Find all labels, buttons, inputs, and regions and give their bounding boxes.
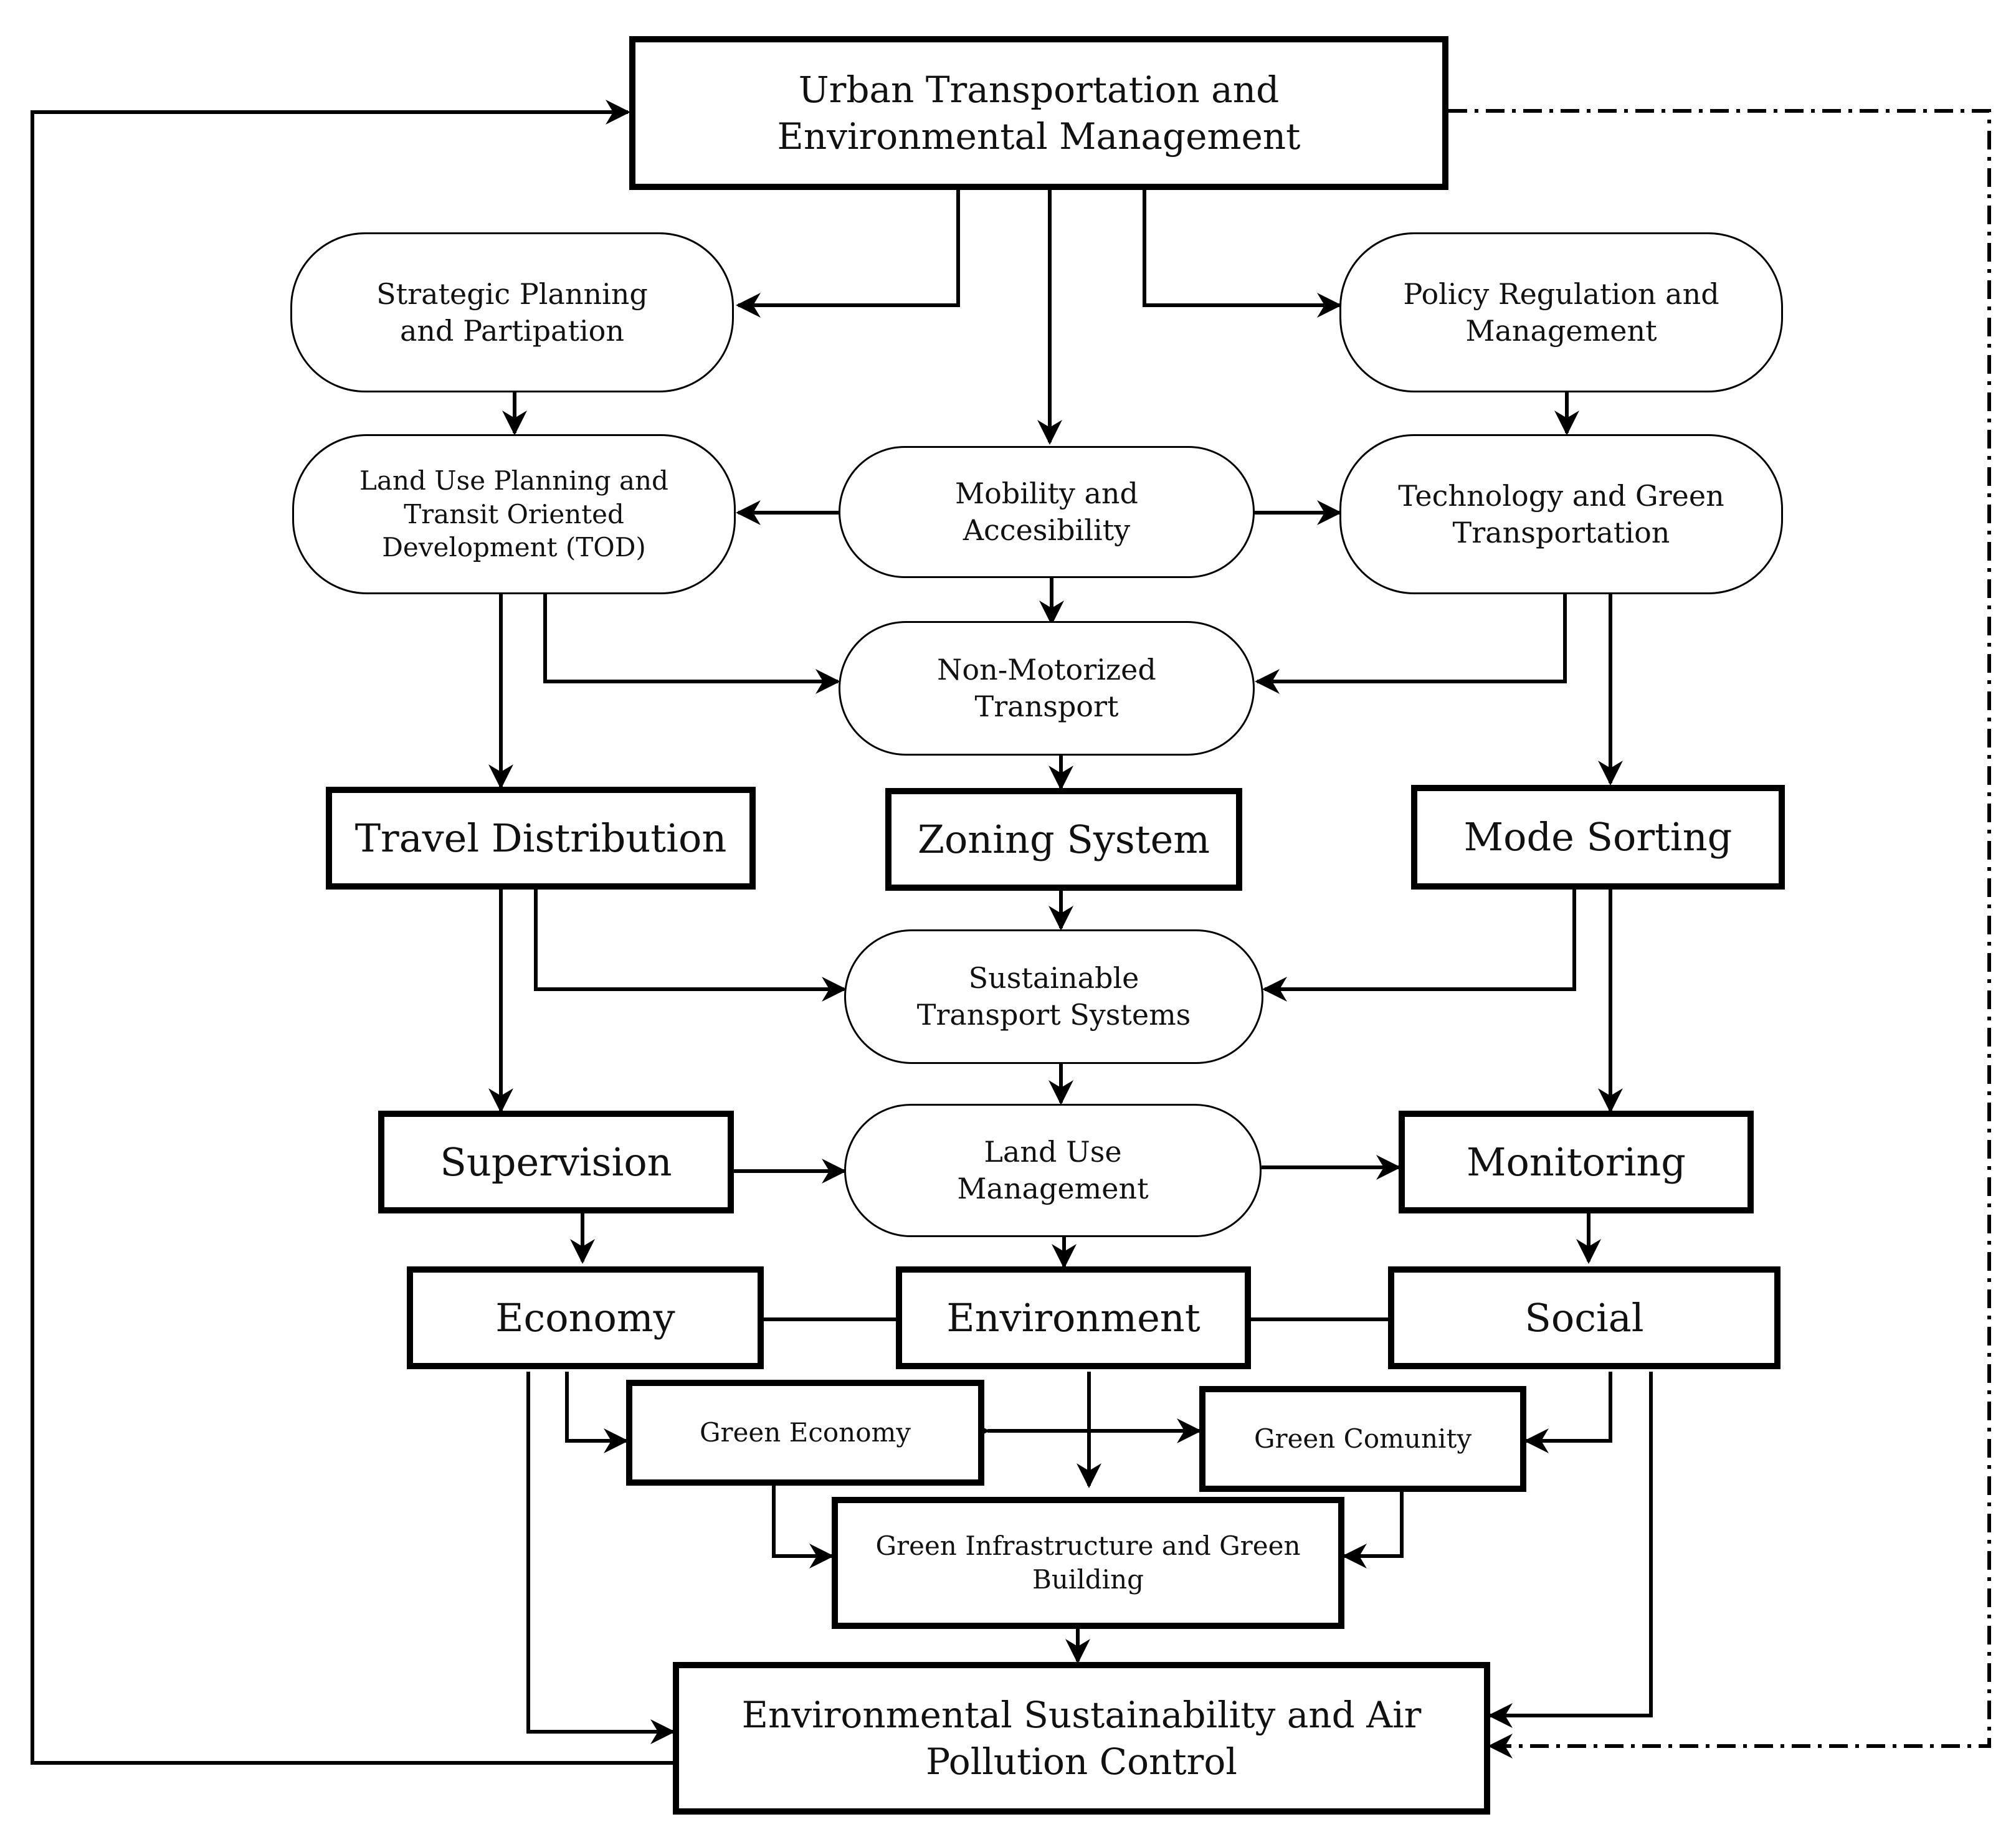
- node-monitoring: Monitoring: [1399, 1111, 1754, 1213]
- node-land-use-management: Land Use Management: [844, 1104, 1262, 1237]
- node-green-economy: Green Economy: [626, 1380, 984, 1486]
- node-urban-transportation-management: Urban Transportation and Environmental M…: [629, 36, 1448, 190]
- edge-travel-to-sustainable: [534, 890, 847, 1002]
- edge-greencommunity-to-greeninfra: [1342, 1492, 1404, 1569]
- edge-landuse-to-nonmotorized: [543, 594, 840, 694]
- edge-social-to-envsustain: [1488, 1372, 1653, 1728]
- node-technology-green-transportation: Technology and Green Transportation: [1339, 434, 1783, 594]
- edge-social-to-greencommunity: [1524, 1372, 1612, 1453]
- node-green-community: Green Comunity: [1199, 1386, 1526, 1492]
- node-land-use-tod: Land Use Planning and Transit Oriented D…: [292, 434, 736, 594]
- node-social: Social: [1388, 1266, 1781, 1369]
- node-supervision: Supervision: [378, 1111, 734, 1213]
- node-sustainable-transport-systems: Sustainable Transport Systems: [844, 929, 1263, 1064]
- node-green-infrastructure: Green Infrastructure and Green Building: [832, 1497, 1344, 1629]
- edge-economy-to-envsustain: [526, 1372, 675, 1744]
- edge-mode-to-sustainable: [1262, 890, 1576, 1002]
- node-economy: Economy: [407, 1266, 764, 1369]
- node-policy-regulation: Policy Regulation and Management: [1339, 232, 1783, 392]
- node-travel-distribution: Travel Distribution: [326, 787, 756, 890]
- node-strategic-planning: Strategic Planning and Partipation: [290, 232, 734, 392]
- edge-urban-to-policy: [1143, 187, 1342, 318]
- node-non-motorized-transport: Non-Motorized Transport: [839, 621, 1255, 756]
- node-zoning-system: Zoning System: [885, 788, 1242, 891]
- node-mobility-accessibility: Mobility and Accesibility: [839, 446, 1255, 578]
- edge-feedback-loop-right: [1448, 109, 1991, 1759]
- node-mode-sorting: Mode Sorting: [1411, 785, 1785, 890]
- edge-greeneconomy-to-greeninfra: [772, 1486, 834, 1569]
- edge-feedback-loop-left: [31, 100, 673, 1765]
- node-environmental-sustainability: Environmental Sustainability and Air Pol…: [673, 1662, 1490, 1815]
- edge-technology-to-nonmotorized: [1255, 592, 1567, 694]
- node-environment: Environment: [896, 1266, 1251, 1369]
- edge-economy-to-greeneconomy: [565, 1372, 629, 1453]
- edge-urban-to-strategic: [736, 187, 960, 318]
